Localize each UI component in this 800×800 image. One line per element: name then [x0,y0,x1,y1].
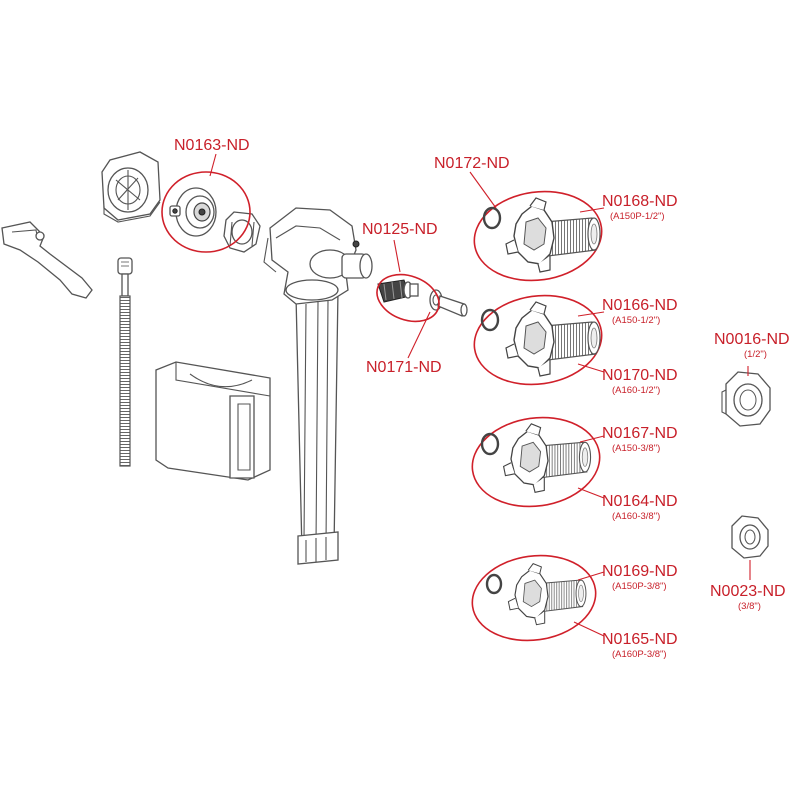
sublabel-n0170: (A160-1/2") [612,385,660,396]
ring-n0163 [161,171,251,253]
label-n0164: N0164-ND [602,493,678,510]
part-n0016-nut [721,371,771,427]
label-n0125: N0125-ND [362,221,438,238]
label-n0172: N0172-ND [434,155,510,172]
fitting-group-3-8-a150-a160 [471,416,601,508]
fitting-group-1-2-a150p [473,190,603,282]
label-n0170: N0170-ND [602,367,678,384]
part-n0163-diaphragm [169,187,217,237]
sublabel-n0168: (A150P-1/2") [610,211,665,222]
label-n0163: N0163-ND [174,137,250,154]
sublabel-n0166: (A150-1/2") [612,315,660,326]
label-n0168: N0168-ND [602,193,678,210]
sublabel-n0016: (1/2") [744,349,767,360]
sublabel-n0165: (A160P-3/8") [612,649,667,660]
o-ring-n0172 [482,206,502,230]
sublabel-n0169: (A150P-3/8") [612,581,667,592]
diaphragm-housing-part [101,151,161,223]
sublabel-n0023: (3/8") [738,601,761,612]
leader-lines [209,153,751,637]
label-n0166: N0166-ND [602,297,678,314]
fitting-group-1-2-a150-a160 [473,294,603,386]
sublabel-n0164: (A160-3/8") [612,511,660,522]
label-n0016: N0016-ND [714,331,790,348]
part-n0023-nut [731,515,769,559]
float-valve-body-part [1,221,93,299]
part-n0125-filter [377,279,419,303]
label-n0165: N0165-ND [602,631,678,648]
fitting-group-3-8-a150p-a160p [471,554,597,642]
label-n0167: N0167-ND [602,425,678,442]
label-n0023: N0023-ND [710,583,786,600]
label-n0169: N0169-ND [602,563,678,580]
valve-column-part [263,207,373,565]
adjustment-rod-part [117,257,133,467]
ring-n0125 [376,273,440,323]
float-part [155,361,271,481]
sublabel-n0167: (A150-3/8") [612,443,660,454]
label-n0171: N0171-ND [366,359,442,376]
